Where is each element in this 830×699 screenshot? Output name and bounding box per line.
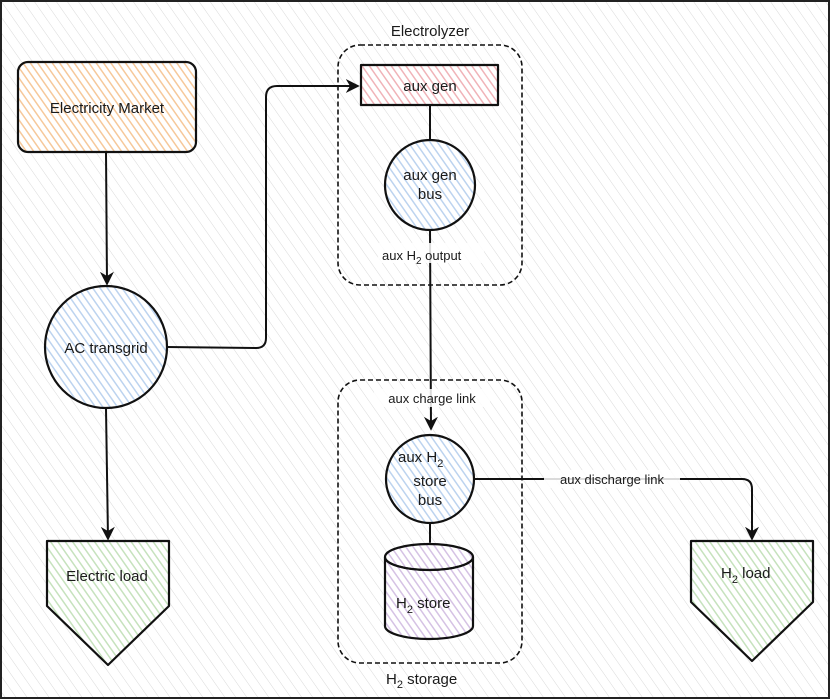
h2-store-node[interactable]: H2 store <box>383 542 475 641</box>
h2-storage-group: H2 storage <box>337 379 523 691</box>
store-bus-label-line1: aux H2 <box>398 449 443 470</box>
store-bus-label-line2: store <box>413 473 446 490</box>
aux-gen-bus-node[interactable]: aux gen bus <box>383 138 477 232</box>
electric-load-label: Electric load <box>66 568 148 585</box>
aux-gen-label: aux gen <box>403 78 456 95</box>
aux-h2-output-label: aux H2 output <box>382 248 462 267</box>
aux-gen-bus-label-line1: aux gen <box>403 167 456 184</box>
edge-labels: aux H2 output aux charge link aux discha… <box>374 243 680 488</box>
store-bus-label-line3: bus <box>418 492 442 509</box>
h2-storage-title: H2 storage <box>386 671 457 691</box>
edge-market-to-transgrid[interactable] <box>99 151 114 286</box>
electric-load-node[interactable]: Electric load <box>45 539 171 667</box>
h2-load-label: H2 load <box>721 565 771 586</box>
electricity-market-node[interactable]: Electricity Market <box>16 60 198 154</box>
ac-transgrid-node[interactable]: AC transgrid <box>43 284 169 410</box>
aux-gen-bus-label-line2: bus <box>418 186 442 203</box>
h2-store-label: H2 store <box>396 595 450 616</box>
electricity-market-label: Electricity Market <box>50 100 165 117</box>
edge-transgrid-to-electric-load[interactable] <box>100 408 115 541</box>
edge-transgrid-to-aux-gen[interactable] <box>165 79 360 349</box>
h2-load-node[interactable]: H2 load <box>689 539 815 663</box>
aux-charge-link-label: aux charge link <box>388 391 476 406</box>
aux-h2-store-bus-node[interactable]: aux H2 store bus <box>384 433 476 525</box>
electrolyzer-title: Electrolyzer <box>391 23 469 40</box>
edge-discharge-link[interactable] <box>473 478 759 541</box>
aux-discharge-link-label: aux discharge link <box>560 472 665 487</box>
aux-gen-node[interactable]: aux gen <box>359 63 500 107</box>
ac-transgrid-label: AC transgrid <box>64 340 147 357</box>
